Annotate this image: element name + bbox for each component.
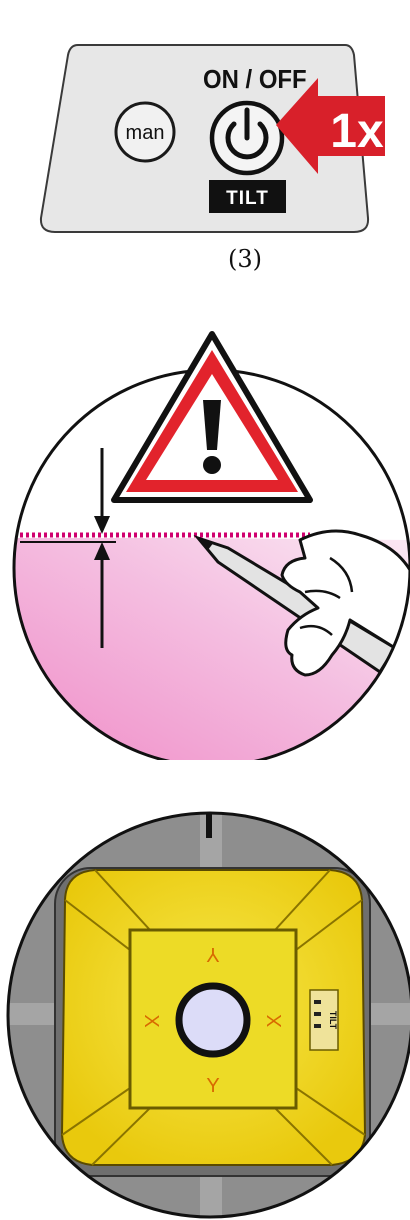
press-count: 1x: [330, 105, 384, 158]
axis-label-y-bottom: Y: [206, 1075, 219, 1097]
axis-label-y-top: Y: [206, 943, 219, 965]
tilt-warning-drawing: [0, 330, 410, 760]
control-panel-illustration: man ON / OFF TILT 1x (3): [0, 0, 410, 290]
axis-label-x-left: X: [140, 1014, 162, 1027]
axis-label-x-right: X: [264, 1014, 286, 1027]
tilt-warning-illustration: [0, 330, 410, 760]
side-indicator-panel: TILT: [310, 990, 338, 1050]
man-button[interactable]: man: [116, 103, 174, 161]
device-top-view-illustration: Y Y X X TILT: [0, 790, 410, 1220]
power-button[interactable]: [212, 103, 282, 173]
tilt-label: TILT: [226, 188, 269, 209]
control-panel-drawing: man ON / OFF TILT 1x (3): [0, 0, 410, 290]
tilt-badge: TILT: [209, 180, 286, 213]
step-caption: (3): [228, 245, 262, 273]
power-label: ON / OFF: [203, 65, 307, 94]
man-button-label: man: [126, 122, 165, 144]
device-top-drawing: Y Y X X TILT: [0, 790, 410, 1220]
laser-lens: [179, 986, 247, 1054]
side-tilt-label: TILT: [328, 1011, 338, 1030]
